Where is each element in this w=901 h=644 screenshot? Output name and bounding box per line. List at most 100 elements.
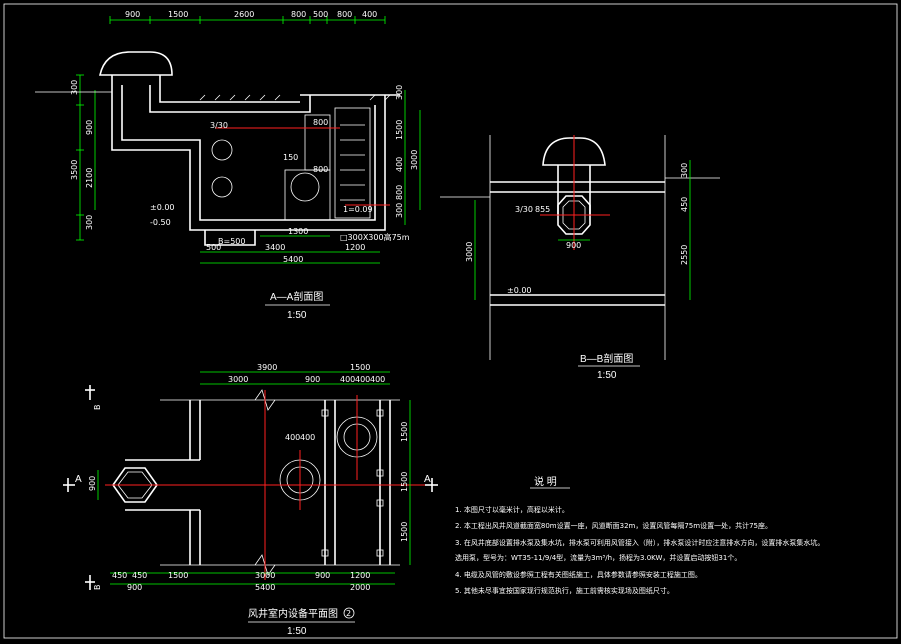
section-mark-a-left: A (63, 474, 82, 492)
aa-right-dim-6: 300 (395, 203, 404, 218)
aa-left-dim-5: 300 (85, 215, 94, 230)
svg-text:A: A (424, 474, 431, 485)
aa-note-slope: 3/30 (210, 121, 228, 130)
note-2: 2. 本工程出风井风道截面宽80m设置一座，风道断面32m，设置风管每隔75m设… (455, 521, 772, 530)
aa-chamber-outline (111, 85, 386, 231)
aa-top-dim-4: 800 (291, 10, 306, 19)
aa-vent-hood (99, 51, 173, 76)
aa-bottom-dim-3: 1200 (345, 243, 365, 252)
section-aa: 900 1500 2600 800 500 800 400 300 900 35… (35, 10, 421, 321)
plan-inner-dim-1: 400 (285, 433, 300, 442)
bb-inner-dim-2: 3/30 (515, 205, 533, 214)
section-mark-b-top: B (85, 385, 102, 410)
note-5: 5. 其他未尽事宜按国家现行规范执行，施工前需核实现场及图纸尺寸。 (455, 586, 674, 595)
plan-bottom-dim-9: 2000 (350, 583, 370, 592)
notes-block: 说 明 1. 本图尺寸以毫米计，高程以米计。 2. 本工程出风井风道截面宽80m… (455, 475, 824, 595)
aa-note-level-0: ±0.00 (150, 203, 175, 212)
bb-right-dim-2: 450 (680, 197, 689, 212)
aa-note-duct: □300X300高75m (340, 232, 410, 242)
aa-top-dim-7: 400 (362, 10, 377, 19)
aa-top-dim-5: 500 (313, 10, 328, 19)
bb-scale: 1:50 (597, 370, 617, 381)
plan-top-dim-3: 3000 (228, 375, 248, 384)
aa-left-dim-1: 300 (70, 80, 79, 95)
aa-left-dim-2: 900 (85, 120, 94, 135)
aa-top-dim-6: 800 (337, 10, 352, 19)
aa-right-dim-1: 300 (395, 85, 404, 100)
plan-right-dim-2: 1500 (400, 472, 409, 492)
plan-right-dim-3: 1500 (400, 522, 409, 542)
plan-top-dim-4: 900 (305, 375, 320, 384)
aa-inner-dim-4: 800 (313, 165, 328, 174)
note-1: 1. 本图尺寸以毫米计，高程以米计。 (455, 505, 569, 514)
plan-top-dim-7: 400 (370, 375, 385, 384)
bb-vent-hood (542, 137, 606, 166)
note-3: 3. 在风井底部设置排水泵及集水坑，排水泵可利用风管接入（附），排水泵设计时应注… (455, 538, 824, 547)
aa-top-dim-1: 900 (125, 10, 140, 19)
svg-text:B: B (93, 405, 102, 411)
plan-bottom-dim-3: 1500 (168, 571, 188, 580)
plan-bottom-dim-8: 5400 (255, 583, 275, 592)
aa-pipe-circle-2 (211, 176, 233, 198)
bb-inner-dim-3: 855 (535, 205, 550, 214)
aa-right-dim-2: 1500 (395, 120, 404, 140)
aa-bottom-dim-1: 500 (206, 243, 221, 252)
aa-note-b500: B=500 (218, 237, 245, 246)
plan-scale: 1:50 (287, 626, 307, 637)
aa-left-dim-3: 3500 (70, 160, 79, 180)
aa-pipe-circle-3 (290, 172, 320, 202)
plan-title-mark-text: 2 (346, 609, 351, 618)
svg-text:A: A (75, 474, 82, 485)
plan-top-dim-2: 1500 (350, 363, 370, 372)
aa-pipe-circle-1 (211, 139, 233, 161)
section-mark-b-bottom: B (85, 575, 102, 590)
note-4: 4. 电缆及风管的敷设参照工程有关图纸施工，具体参数请参照安装工程施工图。 (455, 570, 702, 579)
plan-bottom-dim-1: 450 (112, 571, 127, 580)
plan-bottom-dim-4: 3000 (255, 571, 275, 580)
bb-right-dim-1: 300 (680, 163, 689, 178)
aa-ladder (334, 107, 371, 219)
note-3b: 选用泵，型号为：WT35-11/9/4型，流量为3m³/h，扬程为3.0KW，并… (455, 553, 741, 562)
bb-duct-octagon (557, 195, 591, 235)
aa-scale: 1:50 (287, 310, 307, 321)
plan-left-dim-1: 900 (88, 476, 97, 491)
aa-note-level-050: -0.50 (150, 218, 171, 227)
plan-bottom-dim-2: 450 (132, 571, 147, 580)
plan-bottom-dim-5: 900 (315, 571, 330, 580)
aa-top-dim-3: 2600 (234, 10, 254, 19)
aa-left-dim-4: 2100 (85, 168, 94, 188)
aa-right-dim-4: 800 (395, 185, 404, 200)
bb-right-dim-3: 2550 (680, 245, 689, 265)
bb-level: ±0.00 (507, 286, 532, 295)
sheet-frame (3, 3, 898, 639)
plan-title-mark (343, 607, 355, 619)
bb-left-dim-1: 3000 (465, 242, 474, 262)
aa-inner-dim-3: 150 (283, 153, 298, 162)
aa-inner-dim-2: 800 (313, 118, 328, 127)
section-mark-a-right: A (424, 474, 438, 492)
plan-top-dim-1: 3900 (257, 363, 277, 372)
plan-top-dim-6: 400 (355, 375, 370, 384)
plan-bottom-dim-7: 900 (127, 583, 142, 592)
aa-right-dim-3: 400 (395, 157, 404, 172)
aa-bottom-dim-4: 5400 (283, 255, 303, 264)
plan-view: 3900 1500 3000 900 400 400 400 (63, 363, 438, 637)
aa-title: A—A剖面图 (270, 290, 323, 303)
plan-top-dim-5: 400 (340, 375, 355, 384)
bb-title: B—B剖面图 (580, 352, 633, 365)
aa-sump (204, 230, 256, 246)
plan-inner-dim-2: 400 (300, 433, 315, 442)
notes-heading: 说 明 (534, 475, 557, 488)
aa-note-level-009: 1=0.09 (343, 205, 373, 214)
section-bb: 300 450 2550 3000 900 3/30 855 ±0.00 B—B… (440, 135, 720, 381)
plan-bottom-dim-6: 1200 (350, 571, 370, 580)
aa-top-dim-2: 1500 (168, 10, 188, 19)
svg-text:B: B (93, 585, 102, 591)
aa-right-dim-5: 3000 (410, 150, 419, 170)
aa-bottom-dim-2: 3400 (265, 243, 285, 252)
plan-right-dim-1: 1500 (400, 422, 409, 442)
bb-inner-dim-1: 900 (566, 241, 581, 250)
plan-title: 风井室内设备平面图 (248, 607, 338, 620)
